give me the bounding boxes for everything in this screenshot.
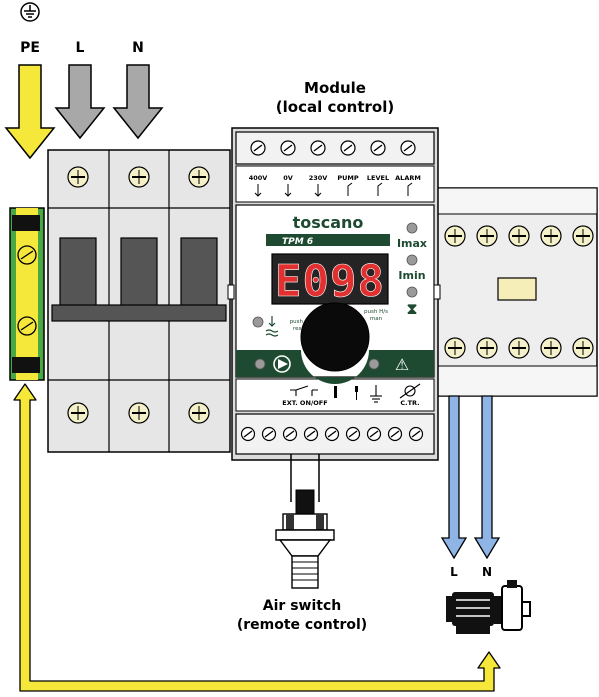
module-subtitle: (local control)	[276, 98, 394, 116]
contactor	[436, 187, 598, 397]
display-readout: E098	[275, 256, 385, 307]
module-title: Module	[304, 79, 366, 97]
pe-label: PE	[20, 40, 40, 56]
air-switch-subtitle: (remote control)	[237, 617, 367, 633]
terminal-label: 0V	[283, 174, 293, 182]
terminal-label: 230V	[309, 174, 328, 182]
l-motor-label: L	[450, 565, 458, 579]
led-display	[271, 253, 389, 305]
timer-led-icon	[406, 286, 418, 298]
hourglass-icon: ⧗	[407, 300, 418, 318]
terminal-label: ALARM	[395, 174, 421, 182]
l-motor-arrow-icon	[440, 395, 468, 560]
status-band	[236, 350, 434, 384]
circuit-breaker	[47, 149, 231, 453]
n-motor-label: N	[482, 565, 492, 579]
air-switch-title: Air switch	[263, 598, 341, 614]
breaker-screw-icon	[67, 166, 210, 424]
terminal-label: LEVEL	[367, 174, 389, 182]
imax-label: Imax	[397, 237, 427, 250]
control-knob[interactable]	[300, 302, 370, 372]
air-switch-icon	[275, 454, 335, 589]
current-transformer-icon	[399, 383, 421, 399]
imax-led-icon	[406, 222, 418, 234]
l-arrow-icon	[54, 64, 106, 140]
earth-return-line	[13, 383, 501, 692]
terminal-marker-icon	[254, 182, 413, 197]
probe-symbol-icon	[334, 386, 358, 400]
terminal-label: 400V	[249, 174, 268, 182]
contactor-screw-icon	[444, 225, 594, 359]
imin-led-icon	[406, 254, 418, 266]
pump-led-icon	[254, 358, 266, 370]
ground-symbol-icon	[370, 385, 382, 403]
pe-arrow-icon	[4, 64, 56, 160]
module-bottom-terminal-icon	[240, 426, 424, 442]
motor-icon	[446, 580, 531, 634]
brand-logo: toscano	[293, 213, 364, 232]
n-arrow-icon	[112, 64, 164, 140]
model-band	[266, 234, 390, 246]
level-led-icon	[252, 316, 264, 328]
model-label: TPM 6	[282, 237, 313, 247]
warning-icon: ⚠	[395, 355, 409, 374]
pump-symbol-icon	[273, 355, 291, 373]
alarm-led-icon	[368, 358, 380, 370]
ext-switch-symbol-icon	[290, 385, 318, 396]
n-motor-arrow-icon	[473, 395, 501, 560]
water-level-icon	[265, 316, 279, 337]
l-supply-label: L	[76, 40, 85, 56]
ctr-label: C.TR.	[400, 399, 419, 407]
ext-onoff-label: EXT. ON/OFF	[282, 399, 327, 407]
module-top-terminal-icon	[250, 140, 416, 156]
imin-label: Imin	[398, 269, 425, 282]
earth-symbol-icon	[20, 2, 40, 22]
terminal-label: PUMP	[337, 174, 359, 182]
n-supply-label: N	[132, 40, 144, 56]
earth-terminal-block	[9, 207, 45, 381]
